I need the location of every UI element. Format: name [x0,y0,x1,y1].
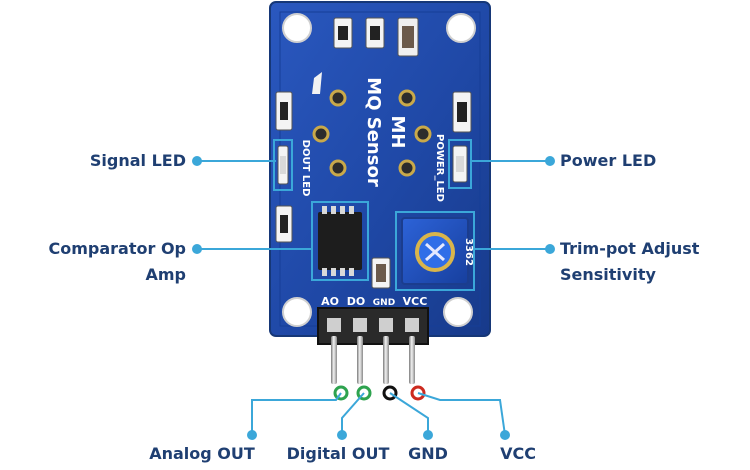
power-led-label: Power LED [560,151,656,170]
header-pin-label-do: DO [347,295,365,308]
header-pins [331,336,415,384]
board-title-mq-sensor: MQ Sensor [363,77,384,187]
pin-header [317,307,429,345]
sensor-pads [312,72,432,177]
mounting-hole-bottom-right [443,297,473,327]
mounting-hole-top-right [446,13,476,43]
side-resistors [275,91,472,289]
signal-led-label: Signal LED [90,151,186,170]
vcc-label: VCC [500,444,536,463]
trim-pot-label-line1: Trim-pot Adjust [560,239,700,258]
trim-pot-label-line2: Sensitivity [560,265,656,284]
digital-out-label: Digital OUT [287,444,390,463]
pcb-board: MH MQ Sensor DOUT LED POWER_LED [269,1,491,337]
callout-lines [197,160,550,436]
power-led-silk-label: POWER_LED [434,134,445,202]
comparator-chip [311,201,369,281]
mounting-hole-bottom-left [282,297,312,327]
header-pin-label-ao: AO [321,295,339,308]
header-pin-label-gnd: GND [373,298,395,308]
pin-markers [333,385,426,401]
trim-pot-code: 3362 [463,238,474,266]
dout-led-silk-label: DOUT LED [300,140,311,197]
power-led [448,139,472,189]
comparator-label-line2: Amp [145,265,186,284]
board-title-mh: MH [387,116,408,149]
analog-out-label: Analog OUT [149,444,255,463]
mounting-hole-top-left [282,13,312,43]
signal-led [273,139,293,191]
trim-pot: 3362 [395,211,475,291]
top-resistors [333,17,419,57]
comparator-label-line1: Comparator Op [49,239,187,258]
callout-dots [192,156,555,440]
header-pin-label-vcc: VCC [403,295,428,308]
gnd-label: GND [408,444,448,463]
